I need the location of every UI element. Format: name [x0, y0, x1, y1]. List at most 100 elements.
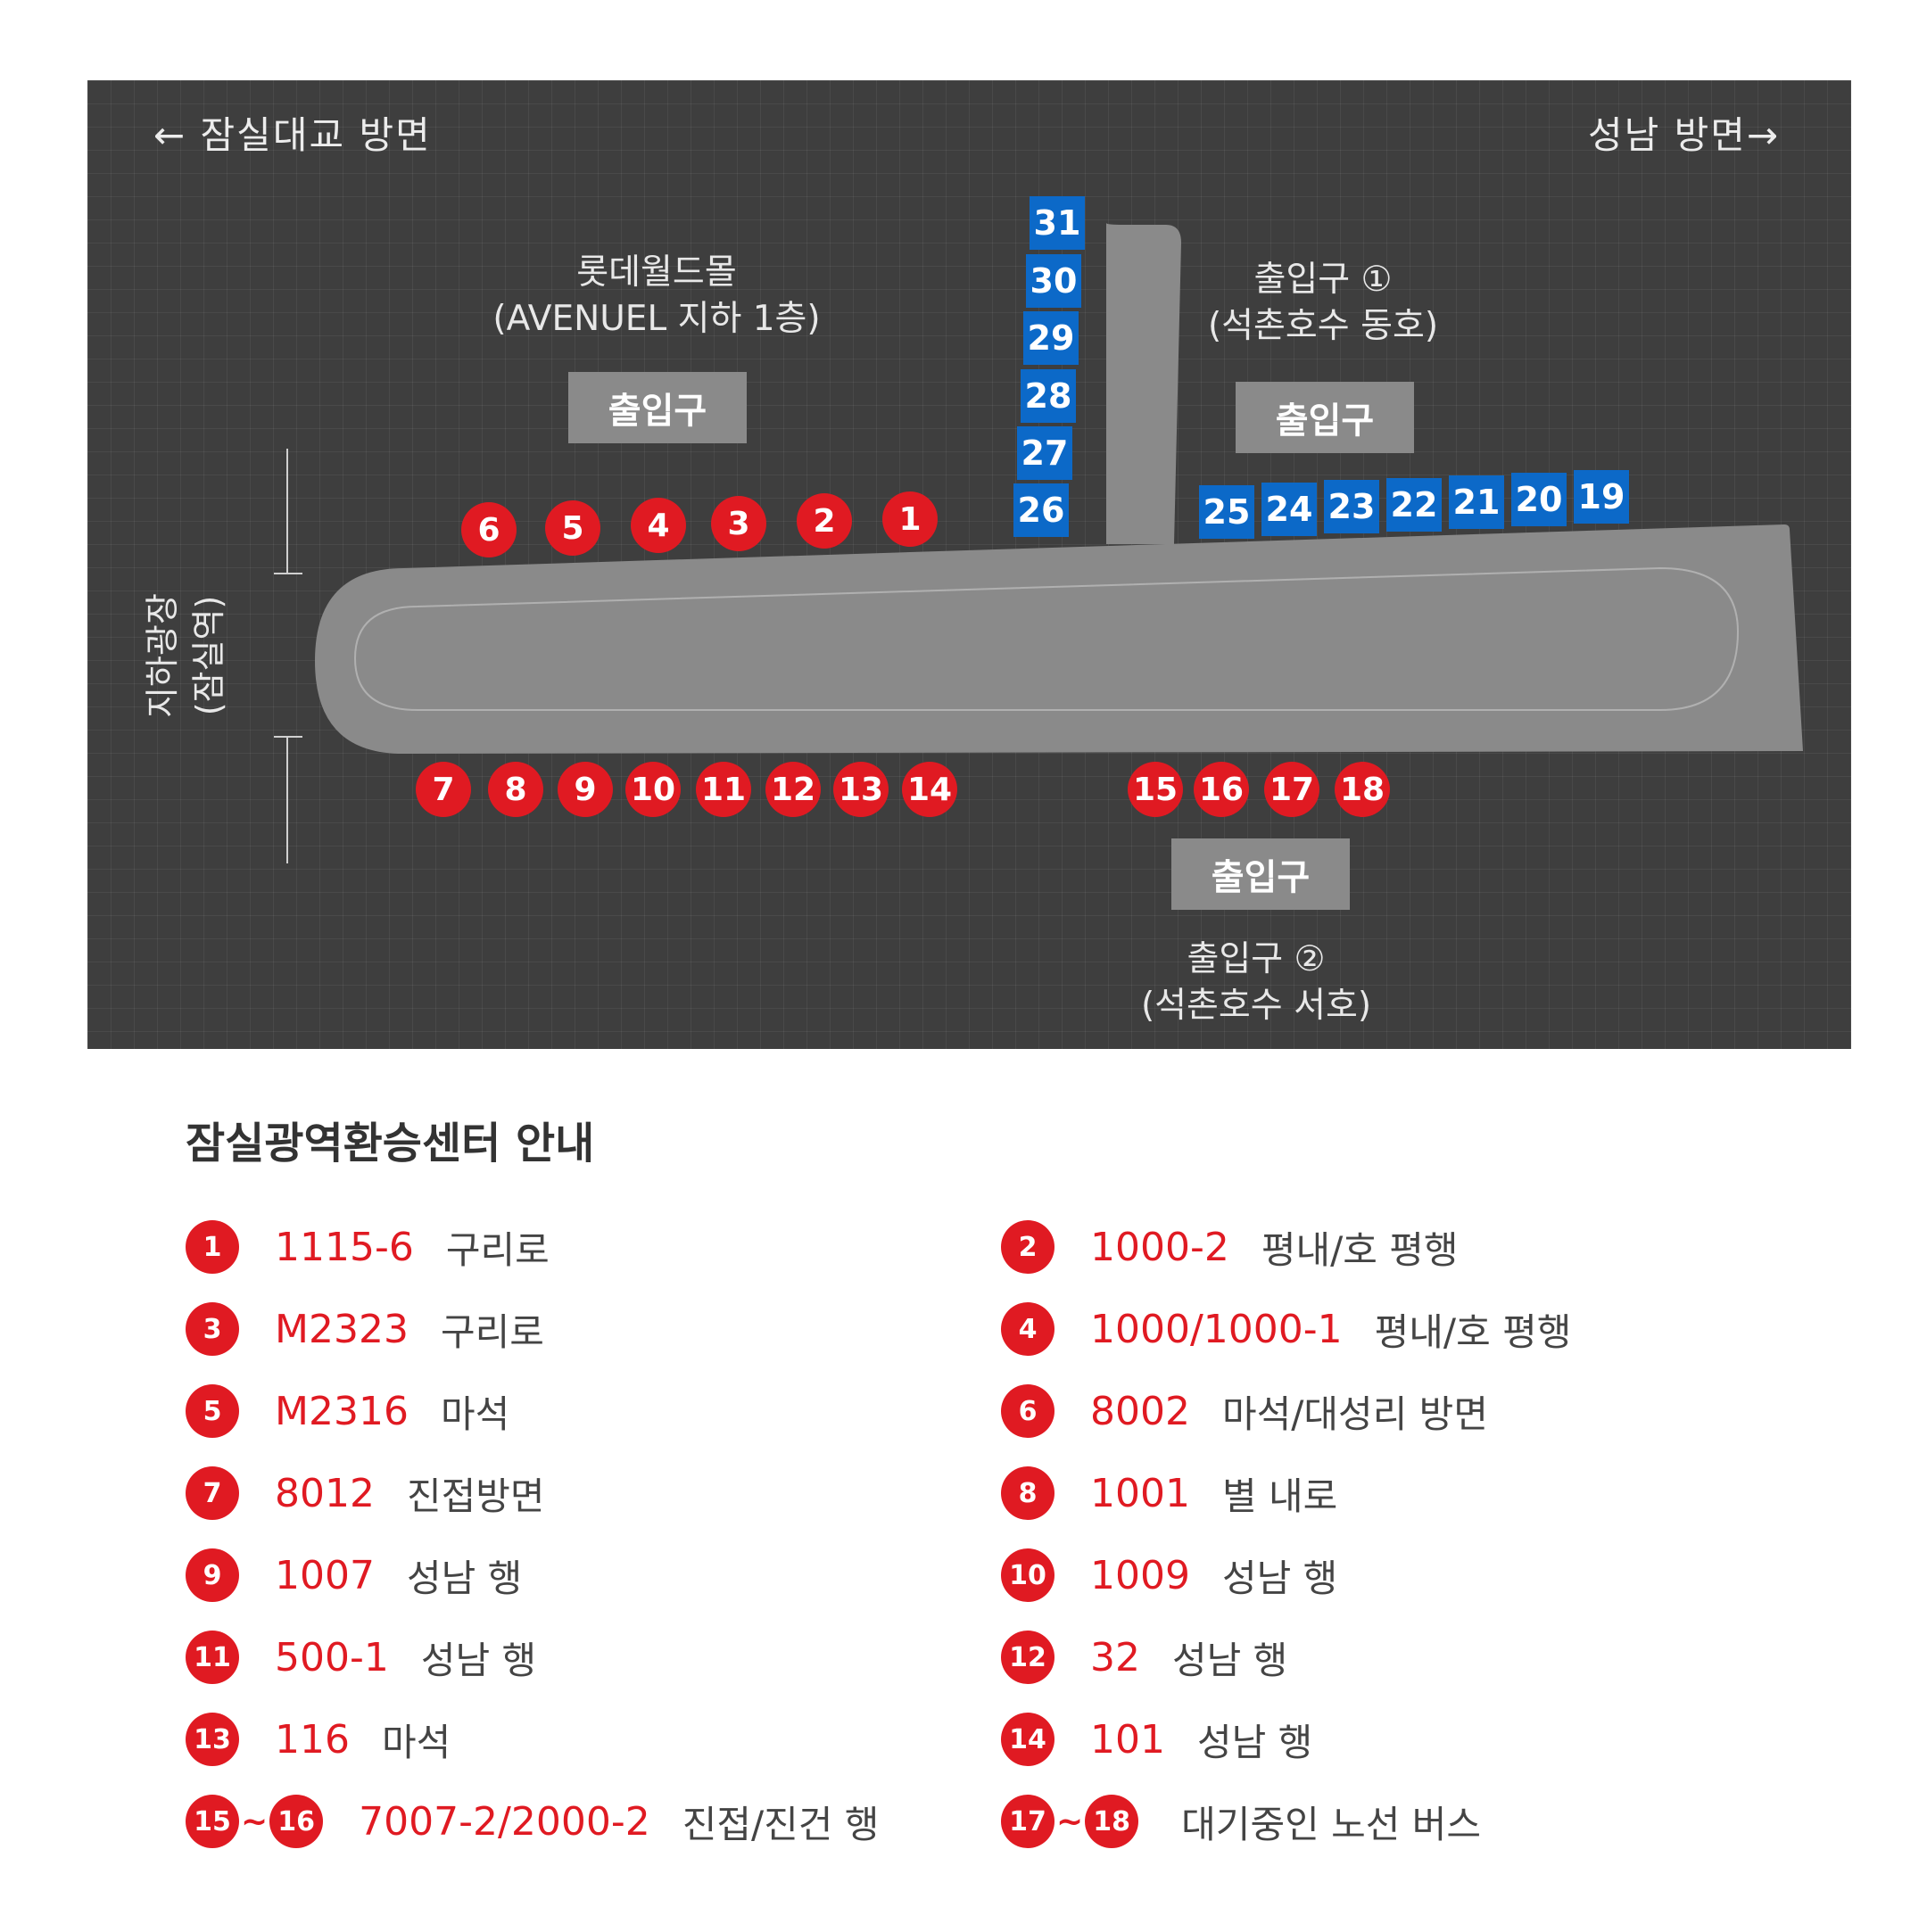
legend-row: 10 1009 성남 행 [1001, 1534, 1571, 1616]
blue-stop-27: 27 [1017, 426, 1072, 480]
red-stop-14: 14 [902, 762, 957, 817]
route-description: 구리로 [440, 1309, 544, 1354]
route-description: 대기중인 노선 버스 [1181, 1802, 1481, 1846]
route-description: 진접/진건 행 [682, 1802, 880, 1846]
stop-badge: 12 [1001, 1631, 1054, 1684]
legend-title: 잠실광역환승센터 안내 [186, 1119, 595, 1168]
stop-badge: 11 [186, 1631, 239, 1684]
stop-badge: 3 [186, 1302, 239, 1356]
stop-badge: 1 [186, 1220, 239, 1274]
route-number: 32 [1090, 1634, 1140, 1680]
route-description: 진접방면 [406, 1474, 545, 1518]
red-stop-9: 9 [558, 762, 613, 817]
inner-lane [353, 566, 1740, 711]
transfer-center-map: ← 잠실대교 방면 성남 방면→ 롯데월드몰 (AVENUEL 지하 1층) 출… [87, 80, 1851, 1049]
stop-badge: 15 [186, 1795, 239, 1848]
legend-row: 1 1115-6 구리로 [186, 1206, 879, 1288]
legend-row: 15~16 7007-2/2000-2 진접/진건 행 [186, 1780, 879, 1862]
exit1-gate: 출입구 [1236, 382, 1414, 453]
stop-badge: 14 [1001, 1713, 1054, 1766]
stop-badge: 4 [1001, 1302, 1054, 1356]
red-stop-17: 17 [1264, 762, 1319, 817]
legend-row: 14 101 성남 행 [1001, 1698, 1571, 1780]
exit2-gate: 출입구 [1171, 838, 1350, 910]
platform-drawing [274, 223, 1803, 863]
stop-badge: 17 [1001, 1795, 1054, 1848]
red-stop-5: 5 [545, 500, 600, 556]
blue-stop-20: 20 [1511, 473, 1567, 526]
route-number: M2323 [275, 1306, 409, 1352]
stop-badge: 18 [1085, 1795, 1139, 1848]
legend-row: 5 M2316 마석 [186, 1370, 879, 1452]
route-description: 성남 행 [1221, 1556, 1338, 1600]
red-stop-12: 12 [765, 762, 821, 817]
red-stop-16: 16 [1194, 762, 1249, 817]
blue-stop-21: 21 [1449, 475, 1504, 529]
route-description: 마석 [440, 1391, 510, 1436]
stop-badge: 8 [1001, 1466, 1054, 1520]
exit2-label: 출입구 ② (석촌호수 서호) [1141, 937, 1371, 1029]
lotte-sub: (AVENUEL 지하 1층) [492, 299, 821, 339]
red-stop-18: 18 [1335, 762, 1390, 817]
stop-badge: 9 [186, 1548, 239, 1602]
route-description: 구리로 [445, 1227, 550, 1272]
legend-row: 12 32 성남 행 [1001, 1616, 1571, 1698]
plaza-name: 지하광장 [143, 593, 182, 718]
route-number: 500-1 [275, 1634, 389, 1680]
range-tilde: ~ [241, 1803, 269, 1840]
legend-row: 3 M2323 구리로 [186, 1288, 879, 1370]
route-number: 1009 [1090, 1552, 1190, 1598]
route-number: 7007-2/2000-2 [359, 1798, 650, 1845]
legend-row: 2 1000-2 평내/호 평행 [1001, 1206, 1571, 1288]
route-number: 101 [1090, 1716, 1165, 1763]
stop-badge: 2 [1001, 1220, 1054, 1274]
route-description: 성남 행 [406, 1556, 523, 1600]
route-description: 평내/호 평행 [1261, 1227, 1459, 1272]
exit1-name: 출입구 ① [1253, 260, 1393, 300]
route-number: 1115-6 [275, 1224, 414, 1270]
branch-platform [1106, 223, 1181, 544]
blue-stop-25: 25 [1199, 485, 1254, 539]
lotte-label: 롯데월드몰 (AVENUEL 지하 1층) [492, 250, 820, 343]
route-description: 평내/호 평행 [1374, 1309, 1572, 1354]
route-number: 8012 [275, 1470, 375, 1516]
blue-stop-24: 24 [1261, 483, 1317, 536]
route-number: 1000-2 [1090, 1224, 1229, 1270]
blue-stop-29: 29 [1023, 311, 1079, 365]
plaza-label: 지하광장 (잠실역) [139, 593, 232, 718]
route-description: 마석/대성리 방면 [1221, 1391, 1488, 1436]
route-number: 116 [275, 1716, 350, 1763]
exit2-name: 출입구 ② [1187, 939, 1326, 979]
range-tilde: ~ [1056, 1803, 1084, 1840]
red-stop-2: 2 [797, 493, 852, 549]
stop-badge: 10 [1001, 1548, 1054, 1602]
route-description: 성남 행 [1196, 1720, 1313, 1764]
red-stop-3: 3 [711, 496, 766, 551]
stop-badge: 13 [186, 1713, 239, 1766]
legend-row: 17~18 대기중인 노선 버스 [1001, 1780, 1571, 1862]
blue-stop-26: 26 [1013, 483, 1069, 537]
red-stop-7: 7 [416, 762, 471, 817]
red-stop-4: 4 [631, 498, 686, 553]
red-stop-11: 11 [696, 762, 751, 817]
route-number: 1000/1000-1 [1090, 1306, 1343, 1352]
blue-stop-30: 30 [1026, 254, 1081, 308]
route-number: M2316 [275, 1388, 409, 1434]
lotte-gate: 출입구 [568, 372, 747, 443]
red-stop-1: 1 [882, 491, 938, 547]
stop-badge: 16 [269, 1795, 324, 1848]
red-stop-8: 8 [488, 762, 543, 817]
blue-stop-31: 31 [1030, 196, 1085, 250]
lotte-name: 롯데월드몰 [576, 252, 737, 293]
main-platform [315, 524, 1803, 754]
stop-badge: 5 [186, 1384, 239, 1438]
route-description: 성남 행 [1172, 1638, 1288, 1682]
red-stop-10: 10 [625, 762, 681, 817]
